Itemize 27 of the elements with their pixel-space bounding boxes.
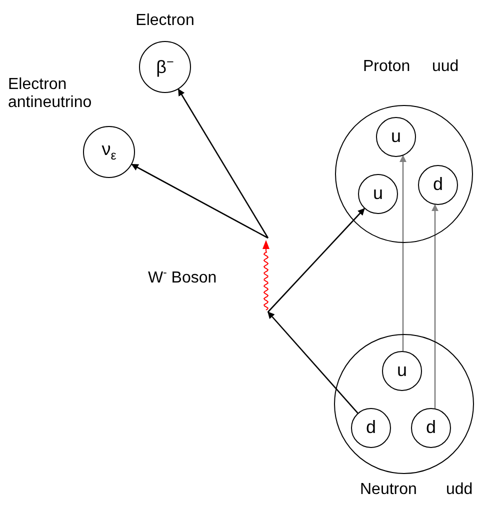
quark-circle (418, 165, 458, 205)
particle-name: udd (446, 481, 473, 499)
arrow (400, 155, 406, 352)
particle-symbol: ν$_{ε}$ (102, 140, 116, 162)
quark-circle (358, 174, 398, 214)
particle-symbol: u (373, 184, 383, 202)
quark-circle (351, 408, 391, 448)
quark-circle (376, 117, 416, 157)
quark-circle (411, 408, 451, 448)
particle-symbol: β$^{−}$ (156, 56, 174, 76)
arrow (131, 164, 268, 239)
particle-name: W$^{-}$ Boson (148, 266, 217, 288)
particle-symbol: u (391, 127, 401, 146)
particle-symbol: d (366, 418, 376, 436)
arrow (432, 204, 438, 408)
arrow (178, 88, 269, 238)
particle-name: Electron antineutrino (8, 76, 93, 112)
arrow (268, 311, 358, 414)
particle-name: uud (432, 58, 459, 76)
particle-name: Neutron (360, 481, 417, 499)
arrow (268, 208, 365, 312)
particle-symbol: u (397, 361, 407, 380)
particle-name: Proton (363, 58, 410, 76)
particle-symbol: d (433, 175, 443, 194)
quark-circle (382, 351, 422, 391)
particle-symbol: d (426, 418, 436, 436)
particle-name: Electron (134, 12, 196, 30)
